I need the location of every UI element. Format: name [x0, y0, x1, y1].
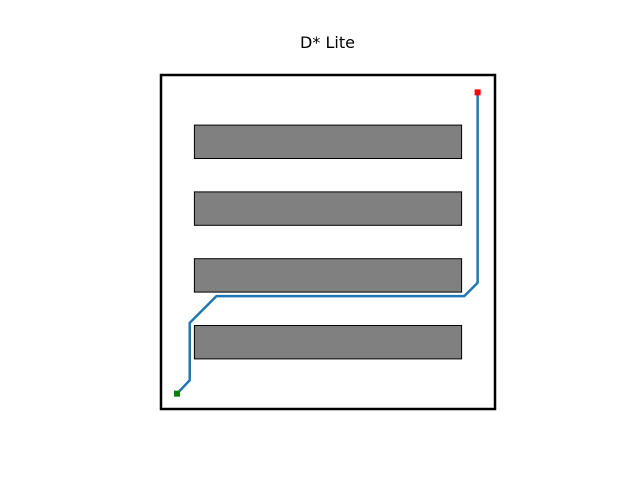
obstacle-3: [193, 191, 463, 226]
plot-title: D* Lite: [300, 33, 355, 52]
map-border: [159, 73, 497, 411]
obstacle-4: [193, 124, 463, 159]
obstacles-layer: [193, 124, 463, 360]
start-marker: [174, 390, 181, 397]
planned-path: [175, 91, 479, 395]
obstacle-2: [193, 258, 463, 293]
goal-marker: [474, 89, 481, 96]
obstacle-1: [193, 325, 463, 360]
